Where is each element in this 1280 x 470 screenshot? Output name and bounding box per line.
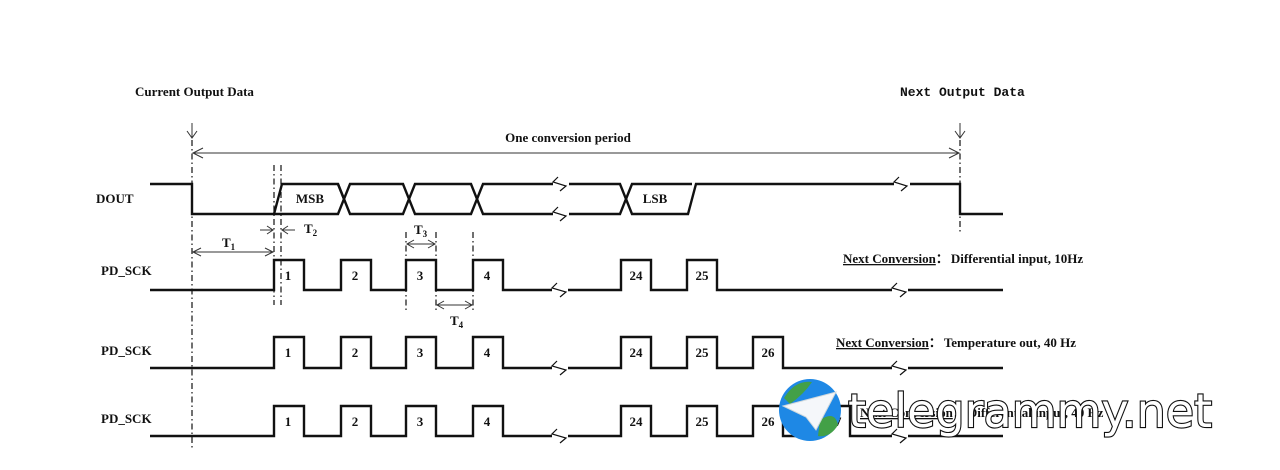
t1-label: T1 [222,235,236,252]
pd-sck-label-2: PD_SCK [101,343,152,358]
pulse-number: 4 [484,345,491,360]
break-mark [892,176,910,192]
break-mark [550,428,568,444]
current-output-data-label: Current Output Data [135,84,254,99]
t1-marker [191,247,275,257]
pulse-number: 1 [285,414,292,429]
t4-label: T4 [450,313,464,330]
next-conversion-label-1: Next Conversion：Differential input, 10Hz [843,251,1083,266]
t3-label: T3 [414,222,428,239]
break-mark [890,360,908,376]
pulse-number: 25 [696,414,710,429]
pulse-number: 3 [417,268,424,283]
pd-sck-label-1: PD_SCK [101,263,152,278]
dout-waveform [150,182,1003,216]
break-mark [551,206,569,222]
break-mark [551,176,569,192]
break-mark [550,360,568,376]
pulse-number: 24 [630,414,644,429]
t2-label: T2 [304,221,318,238]
watermark-text: telegrammy.net [848,384,1212,438]
pulse-number: 3 [417,345,424,360]
break-mark [890,282,908,298]
pulse-number: 24 [630,268,644,283]
pulse-number: 2 [352,414,359,429]
next-output-arrow-icon [954,123,966,139]
pulse-number: 1 [285,345,292,360]
t4-marker [435,300,474,310]
current-output-arrow-icon [186,123,198,139]
next-conversion-label-3: Next Conversion：Differential input, 40 H… [860,405,1104,420]
pulse-number: 25 [696,268,710,283]
period-arrow [191,147,961,159]
pulse-number: 4 [484,414,491,429]
pulse-number: 3 [417,414,424,429]
period-label: One conversion period [505,130,631,145]
lsb-label: LSB [643,191,668,206]
watermark: telegrammy.net [779,379,1213,441]
next-output-data-label: Next Output Data [900,85,1025,100]
pulse-number: 24 [630,345,644,360]
pd-sck-label-3: PD_SCK [101,411,152,426]
pulse-number: 26 [762,345,776,360]
pulse-number: 2 [352,268,359,283]
pulse-number: 25 [696,345,710,360]
pulse-number: 2 [352,345,359,360]
pd-sck-waveform-2 [150,335,1003,370]
pulse-number: 1 [285,268,292,283]
break-mark [550,282,568,298]
dout-label: DOUT [96,191,134,206]
pulse-number: 26 [762,414,776,429]
t3-marker [405,239,437,249]
telegram-globe-icon [779,379,841,441]
pulse-number: 4 [484,268,491,283]
t2-marker [260,225,295,235]
pd-sck-waveform-1 [150,258,1003,292]
msb-label: MSB [296,191,325,206]
break-mark [890,428,908,444]
next-conversion-label-2: Next Conversion：Temperature out, 40 Hz [836,335,1076,350]
